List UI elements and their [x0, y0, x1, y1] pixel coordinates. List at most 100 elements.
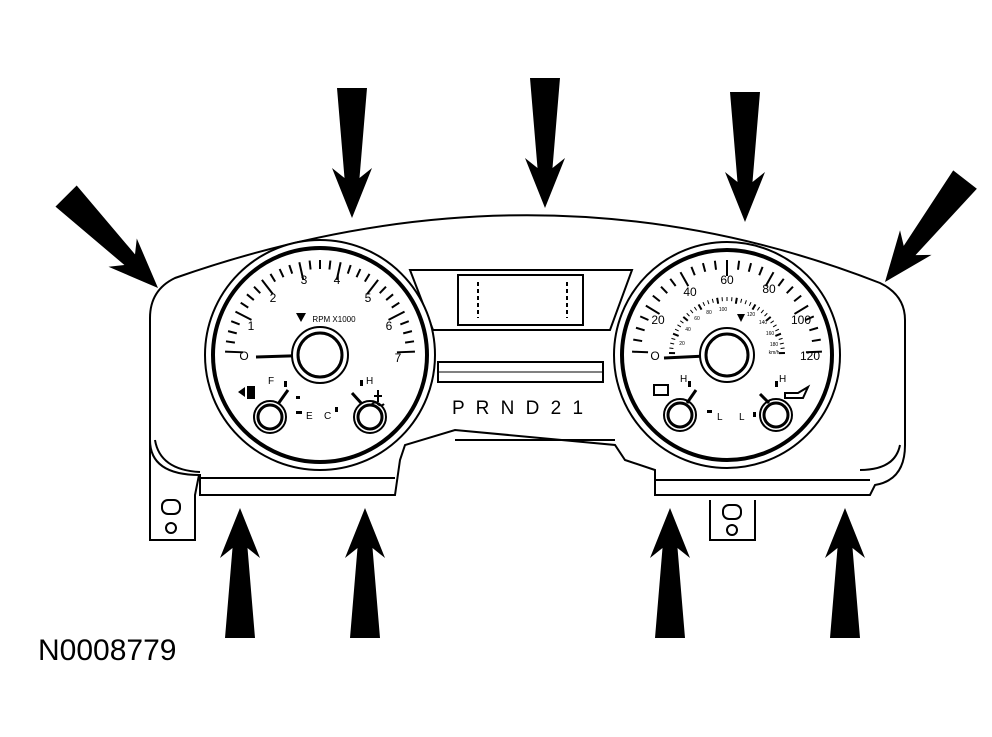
- fuel-pump-icon: [238, 386, 255, 399]
- minor-tick: [758, 266, 764, 276]
- minor-tick: [778, 337, 783, 340]
- speedometer-inner-tick-marks: [669, 297, 785, 355]
- oil-pressure-gauge: [753, 381, 811, 432]
- oil-high-label: H: [779, 374, 786, 385]
- minor-tick: [702, 301, 706, 307]
- minor-tick: [391, 301, 400, 309]
- minor-tick: [786, 285, 794, 294]
- right-mounting-bracket: [709, 500, 756, 541]
- major-tick: [682, 316, 689, 322]
- callout-arrow-5: [885, 170, 977, 282]
- minor-tick: [379, 285, 387, 294]
- tach-tick-2: 2: [270, 291, 277, 305]
- speed-inner-unit: km/h: [769, 350, 780, 356]
- minor-tick: [760, 309, 764, 314]
- callout-arrow-8: [650, 508, 690, 638]
- fuel-full-label: F: [268, 376, 274, 387]
- minor-tick: [639, 315, 649, 321]
- speed-inner-160: 160: [766, 331, 775, 337]
- tach-tick-4: 4: [334, 273, 341, 287]
- speed-tick-60: 60: [720, 273, 734, 287]
- minor-tick: [328, 260, 332, 270]
- minor-tick: [671, 337, 676, 340]
- minor-tick: [777, 278, 785, 287]
- major-tick: [366, 279, 379, 295]
- major-tick: [805, 350, 822, 354]
- tach-tick-7: 7: [395, 351, 402, 365]
- callout-arrow-1: [55, 185, 159, 288]
- minor-tick: [713, 260, 718, 270]
- minor-tick: [633, 338, 643, 343]
- speed-inner-180: 180: [770, 342, 779, 348]
- minor-tick: [230, 320, 240, 326]
- minor-tick: [693, 306, 698, 311]
- tach-tick-6: 6: [386, 319, 393, 333]
- speed-inner-60: 60: [694, 316, 700, 322]
- major-tick: [261, 279, 274, 295]
- minor-tick: [346, 264, 352, 274]
- minor-tick: [652, 294, 661, 303]
- minor-tick: [308, 260, 312, 270]
- minor-tick: [269, 273, 277, 283]
- speed-tick-100: 100: [791, 313, 811, 327]
- minor-tick: [677, 324, 682, 328]
- battery-icon: [653, 384, 669, 396]
- major-tick: [734, 297, 738, 304]
- major-tick: [672, 332, 680, 337]
- major-tick: [396, 350, 415, 354]
- minor-tick: [670, 342, 675, 345]
- minor-tick: [756, 306, 761, 311]
- speedometer-tick-marks: [632, 260, 822, 354]
- minor-tick: [225, 340, 236, 344]
- tachometer-tick-marks: [225, 260, 415, 354]
- speedometer: O 20 40 60 80 100 120 20 40 60 80 100 12…: [613, 241, 841, 469]
- minor-tick: [690, 266, 696, 276]
- minor-tick: [402, 330, 413, 335]
- center-display: [408, 269, 634, 383]
- minor-tick: [779, 342, 784, 345]
- minor-tick: [400, 320, 410, 326]
- major-tick: [793, 304, 809, 315]
- minor-tick: [253, 285, 261, 294]
- temp-cold-label: C: [324, 411, 331, 422]
- tach-tick-3: 3: [301, 273, 308, 287]
- voltage-low-label: L: [717, 412, 723, 423]
- callout-arrow-6: [220, 508, 260, 638]
- speed-tick-20: 20: [651, 313, 665, 327]
- minor-tick: [744, 300, 747, 305]
- speed-inner-20: 20: [679, 341, 685, 347]
- speed-tick-80: 80: [762, 282, 776, 296]
- minor-tick: [736, 260, 741, 270]
- major-tick: [751, 303, 757, 311]
- callout-arrow-2: [332, 88, 372, 218]
- tach-redline-marker-icon: [296, 313, 306, 322]
- major-tick: [764, 271, 775, 287]
- major-tick: [388, 310, 405, 321]
- tachometer: O 1 2 3 4 5 6 7 RPM X1000 F E: [204, 239, 436, 471]
- speed-tick-120: 120: [800, 349, 820, 363]
- minor-tick: [278, 268, 285, 278]
- fuel-gauge: [238, 381, 302, 434]
- minor-tick: [363, 273, 371, 283]
- minor-tick: [635, 326, 645, 332]
- callout-arrow-3: [525, 78, 565, 208]
- figure-id: N0008779: [38, 634, 177, 667]
- minor-tick: [404, 340, 415, 344]
- tach-unit-label: RPM X1000: [312, 315, 356, 324]
- minor-tick: [660, 285, 668, 294]
- minor-tick: [772, 324, 777, 328]
- gear-indicator: P R N D 2 1: [452, 398, 586, 419]
- oil-low-label: L: [739, 412, 745, 423]
- minor-tick: [775, 328, 780, 332]
- callout-arrow-7: [345, 508, 385, 638]
- major-tick: [225, 350, 244, 354]
- tach-tick-1: 1: [248, 319, 255, 333]
- speed-inner-120: 120: [747, 312, 756, 318]
- minor-tick: [246, 293, 255, 301]
- minor-tick: [690, 309, 694, 314]
- minor-tick: [748, 301, 752, 307]
- speed-inner-100: 100: [719, 307, 728, 313]
- major-tick: [774, 332, 782, 337]
- voltage-high-label: H: [680, 374, 687, 385]
